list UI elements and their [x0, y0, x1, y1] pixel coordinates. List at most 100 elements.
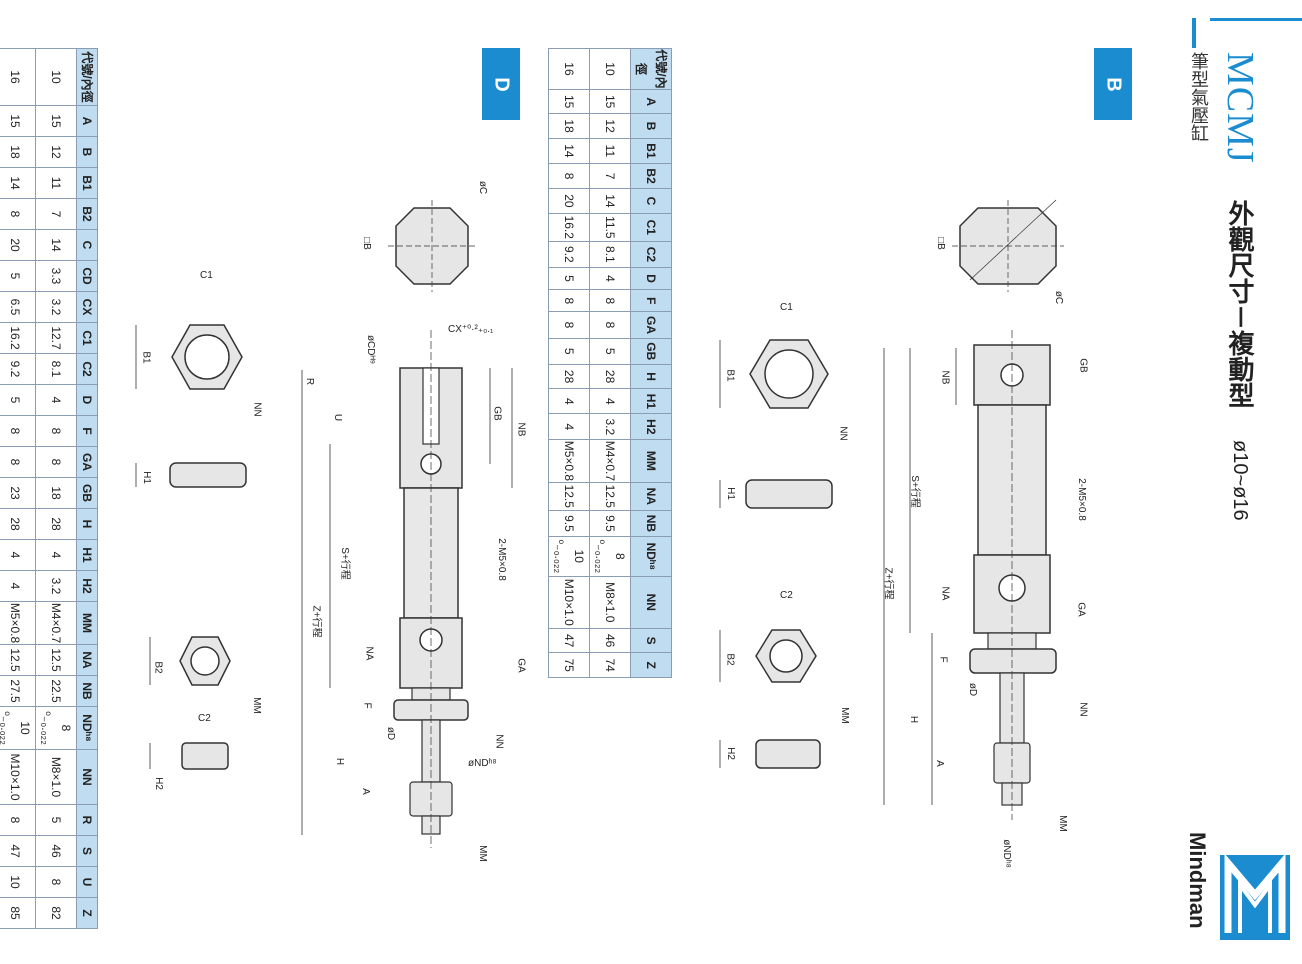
table-cell: 7 [589, 163, 631, 189]
col-header: C [630, 188, 672, 214]
col-header: F [630, 289, 672, 312]
table-row: 16 15 18 14 8 20 16.2 9.2 5 8 8 5 28 4 4… [548, 48, 590, 678]
table-cell: 14 [589, 188, 631, 214]
table-cell: 3.2 [35, 291, 77, 323]
page-subtitle: 筆型氣壓缸 [1189, 52, 1209, 142]
table-cell: 18 [548, 113, 590, 139]
table-d-header-row: 代號/內徑 A B B1 B2 C CD CX C1 C2 D F GA GB … [76, 48, 98, 929]
table-cell: M5×0.8 [548, 439, 590, 483]
table-row: 16 15 18 14 8 20 5 6.5 16.2 9.2 5 8 8 23… [0, 48, 36, 929]
brand-name: Mindman [1185, 832, 1210, 929]
drawing-d-nuts [135, 324, 247, 770]
col-header: B1 [630, 138, 672, 164]
label-d-d: øD [385, 726, 397, 741]
col-header: B1 [76, 167, 98, 199]
table-cell: 8 [548, 311, 590, 339]
label-d-a: A [359, 788, 371, 795]
label-b-f: F [937, 656, 949, 663]
table-cell: 4 [0, 570, 36, 602]
table-cell: 10 [0, 866, 36, 898]
table-cell: 12.5 [589, 482, 631, 511]
header-accent-line [1192, 18, 1196, 48]
label-b-a: A [933, 760, 945, 767]
col-header: NDʰ⁸ [76, 706, 98, 750]
table-cell: 28 [589, 364, 631, 389]
table-cell: 47 [548, 628, 590, 653]
label-b-c1: C1 [780, 302, 793, 313]
table-cell: M8×1.0 [35, 749, 77, 805]
table-cell: 5 [35, 804, 77, 836]
table-cell: 6.5 [0, 291, 36, 323]
col-header: GA [630, 311, 672, 339]
col-header: NN [76, 749, 98, 805]
col-header: H2 [630, 413, 672, 440]
dimension-table-b: 代號/內徑 A B B1 B2 C C1 C2 D F GA GB H H1 H… [548, 48, 672, 678]
col-header: U [76, 866, 98, 898]
table-cell: 5 [0, 384, 36, 416]
col-header: B2 [630, 163, 672, 189]
col-header: B2 [76, 198, 98, 230]
table-cell: 8 [589, 311, 631, 339]
table-cell: 16.2 [548, 213, 590, 242]
col-header: GB [76, 477, 98, 509]
label-b-b2: B2 [724, 653, 736, 666]
table-cell: 12 [589, 113, 631, 139]
table-cell: 5 [548, 267, 590, 290]
table-cell: 9.5 [548, 510, 590, 537]
table-cell: 46 [589, 628, 631, 653]
label-d-nb: NB [515, 422, 527, 437]
col-header: D [76, 384, 98, 416]
col-header: S [630, 628, 672, 653]
end-view-square [952, 199, 1064, 292]
label-d-na: NA [363, 646, 375, 661]
table-cell: 3.3 [35, 260, 77, 292]
table-cell: 27.5 [0, 675, 36, 707]
col-header: B [630, 113, 672, 139]
col-header: B [76, 136, 98, 168]
drawing-d-cylinder [301, 200, 513, 848]
col-header: CD [76, 260, 98, 292]
table-cell: 20 [0, 229, 36, 261]
col-header: CX [76, 291, 98, 323]
label-b-ga: GA [1075, 602, 1087, 617]
table-cell: 15 [548, 89, 590, 114]
table-cell: 4 [35, 384, 77, 416]
bore-range: ø10~ø16 [1229, 440, 1251, 521]
header-accent-top [1210, 18, 1302, 21]
table-cell: 8 [35, 866, 77, 898]
table-cell: 7 [35, 198, 77, 230]
table-cell: 20 [548, 188, 590, 214]
label-d-gb: GB [491, 406, 503, 421]
table-cell: 12.5 [35, 644, 77, 676]
table-cell: 15 [0, 105, 36, 137]
col-header: MM [76, 601, 98, 645]
table-cell: 8 [35, 446, 77, 478]
label-d-ports: 2-M5×0.8 [495, 538, 507, 581]
table-cell: 8 [0, 804, 36, 836]
end-view-square-d [388, 200, 476, 292]
label-d-h2: H2 [152, 777, 164, 790]
col-header: S [76, 835, 98, 867]
col-header: NDʰ⁸ [630, 536, 672, 577]
table-cell: 12.5 [548, 482, 590, 511]
label-b-nd: øNDʰ⁸ [1000, 839, 1012, 868]
col-header: H1 [76, 539, 98, 571]
table-cell: 85 [0, 897, 36, 929]
label-b-s: S+行程 [908, 475, 920, 508]
col-header: Z [76, 897, 98, 929]
label-b-mm2: MM [838, 707, 850, 724]
table-cell: 3.2 [35, 570, 77, 602]
table-cell: M8×1.0 [589, 576, 631, 629]
table-corner: 代號/內徑 [76, 48, 98, 106]
table-cell: 14 [0, 167, 36, 199]
table-cell: 4 [35, 539, 77, 571]
col-header: H [76, 508, 98, 540]
label-b-nn: NN [1077, 702, 1089, 717]
label-b-mm: MM [1056, 815, 1068, 832]
table-cell: 18 [35, 477, 77, 509]
section-b-badge: B [1094, 48, 1132, 120]
col-header: F [76, 415, 98, 447]
table-cell: 11.5 [589, 213, 631, 242]
col-header: C1 [630, 213, 672, 242]
table-cell: M5×0.8 [0, 601, 36, 645]
